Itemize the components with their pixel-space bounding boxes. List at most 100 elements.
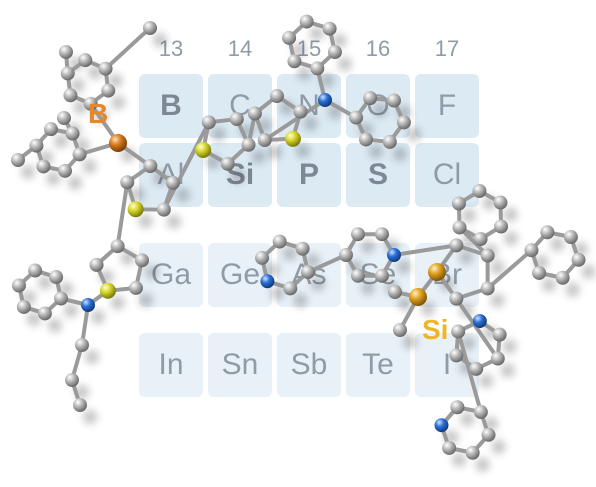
- carbon-atom: [293, 104, 308, 119]
- silicon-atom: [409, 288, 427, 306]
- bond: [392, 243, 459, 257]
- carbon-atom: [60, 66, 75, 81]
- carbon-atom: [449, 348, 464, 363]
- carbon-atom: [382, 134, 397, 149]
- carbon-atom: [36, 159, 51, 174]
- cell-sn: [208, 333, 272, 397]
- carbon-atom: [28, 263, 43, 278]
- carbon-atom: [393, 323, 407, 337]
- carbon-atom: [29, 138, 44, 153]
- carbon-atom: [449, 238, 464, 253]
- symbol-f: F: [437, 89, 457, 122]
- carbon-atom: [388, 285, 402, 299]
- carbon-atom: [540, 225, 555, 240]
- molecule-atoms: [11, 14, 586, 460]
- carbon-atom: [358, 132, 373, 147]
- symbol-in: In: [158, 348, 184, 381]
- carbon-atom: [282, 30, 297, 45]
- boron-label: B: [88, 98, 109, 129]
- carbon-atom: [72, 147, 87, 162]
- nitrogen-atom: [81, 298, 95, 312]
- cell-te: [346, 333, 410, 397]
- cell-f: [415, 74, 479, 138]
- carbon-atom: [37, 306, 52, 321]
- carbon-atom: [241, 137, 256, 152]
- carbon-atom: [349, 110, 364, 125]
- carbon-atom: [449, 291, 464, 306]
- carbon-atom: [57, 163, 72, 178]
- bond: [161, 120, 211, 212]
- group-number-17: 17: [434, 36, 460, 61]
- carbon-atom: [247, 106, 262, 121]
- carbon-atom: [11, 153, 25, 167]
- carbon-atom: [563, 230, 578, 245]
- symbol-sb: Sb: [290, 348, 328, 381]
- carbon-atom: [287, 54, 302, 69]
- carbon-atom: [327, 45, 342, 60]
- symbol-cl: Cl: [432, 158, 462, 191]
- carbon-atom: [16, 299, 31, 314]
- silicon-label: Si: [422, 314, 449, 345]
- carbon-atom: [472, 184, 487, 199]
- carbon-atom: [110, 239, 125, 254]
- carbon-atom: [143, 159, 158, 174]
- bond: [456, 329, 483, 415]
- symbol-i: I: [442, 348, 452, 381]
- carbon-atom: [492, 327, 507, 342]
- carbon-atom: [555, 270, 570, 285]
- carbon-atom: [480, 248, 495, 263]
- carbon-atom: [120, 175, 135, 190]
- symbol-s: S: [367, 158, 388, 191]
- bond: [485, 248, 534, 291]
- carbon-atom: [494, 219, 509, 234]
- cell-sb: [277, 333, 341, 397]
- symbol-p: P: [298, 158, 319, 191]
- carbon-atom: [300, 265, 315, 280]
- carbon-atom: [255, 250, 270, 265]
- group-number-16: 16: [365, 36, 391, 61]
- carbon-atom: [283, 281, 298, 296]
- nitrogen-atom: [260, 274, 275, 289]
- carbon-atom: [11, 278, 26, 293]
- symbol-ge: Ge: [219, 258, 261, 291]
- carbon-atom: [229, 112, 244, 127]
- carbon-atom: [98, 61, 113, 76]
- carbon-atom: [201, 115, 216, 130]
- boron-atom: [109, 134, 127, 152]
- carbon-atom: [375, 268, 389, 283]
- carbon-atom: [83, 96, 98, 111]
- carbon-atom: [143, 21, 157, 35]
- cell-b: [139, 74, 203, 138]
- carbon-atom: [101, 83, 116, 98]
- sulfur-atom: [195, 141, 212, 158]
- carbon-atom: [469, 361, 484, 376]
- symbol-te: Te: [362, 348, 394, 381]
- carbon-atom: [73, 398, 87, 412]
- sulfur-atom: [127, 201, 144, 218]
- carbon-atom: [310, 61, 325, 76]
- nitrogen-atom: [387, 248, 401, 262]
- molecule-bonds: [16, 19, 581, 455]
- nitrogen-atom: [472, 314, 487, 329]
- carbon-atom: [481, 427, 496, 442]
- carbon-atom: [473, 231, 488, 246]
- carbon-atom: [295, 241, 310, 256]
- carbon-atom: [128, 280, 143, 295]
- carbon-atom: [49, 270, 64, 285]
- symbol-b: B: [160, 89, 182, 122]
- carbon-atom: [450, 400, 465, 415]
- carbon-atom: [299, 14, 314, 29]
- carbon-atom: [272, 234, 287, 249]
- carbon-atom: [524, 243, 539, 258]
- sulfur-atom: [284, 130, 301, 147]
- carbon-atom: [493, 195, 508, 210]
- carbon-atom: [44, 122, 59, 137]
- carbon-atom: [257, 132, 272, 147]
- carbon-atom: [451, 324, 466, 339]
- carbon-atom: [571, 252, 586, 267]
- cell-in: [139, 333, 203, 397]
- nitrogen-atom: [318, 93, 332, 107]
- carbon-atom: [63, 88, 78, 103]
